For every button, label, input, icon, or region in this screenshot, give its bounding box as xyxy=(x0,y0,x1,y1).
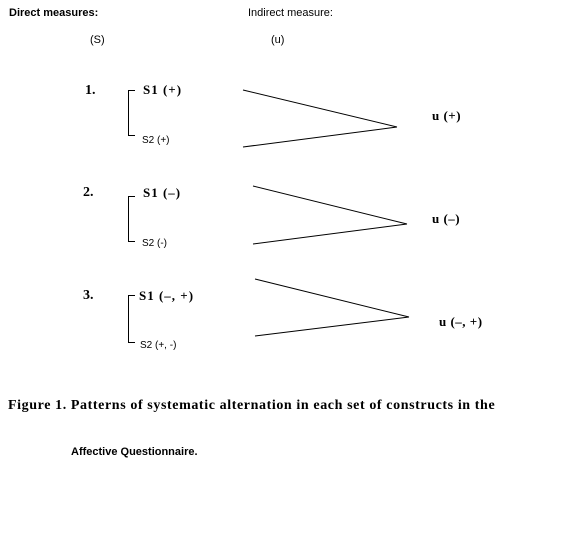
direct-symbol: (S) xyxy=(90,34,105,46)
p1-upper-connector xyxy=(242,89,398,128)
p2-lower-connector xyxy=(252,223,408,245)
bracket-stem xyxy=(128,295,129,342)
pattern-number: 1. xyxy=(85,83,96,98)
u-label: u (+) xyxy=(432,108,462,123)
pattern-number: 3. xyxy=(83,288,94,303)
bracket-bottom xyxy=(128,135,135,136)
indirect-symbol: (u) xyxy=(271,34,285,46)
bracket-bottom xyxy=(128,241,135,242)
u-label: u (–, +) xyxy=(439,314,483,329)
s1-label: S1 (–, +) xyxy=(139,288,195,303)
p1-lower-connector xyxy=(242,126,398,148)
s2-label: S2 (-) xyxy=(142,238,167,249)
s2-label: S2 (+, -) xyxy=(140,340,177,351)
bracket-stem xyxy=(128,90,129,135)
s1-label: S1 (+) xyxy=(143,82,183,97)
figure-caption: Figure 1. Patterns of systematic alterna… xyxy=(8,398,496,413)
indirect-measure-heading: Indirect measure: xyxy=(248,7,333,19)
s2-label: S2 (+) xyxy=(142,135,170,146)
p2-upper-connector xyxy=(252,185,408,225)
bracket-top xyxy=(128,196,135,197)
bracket-top xyxy=(128,295,135,296)
bracket-top xyxy=(128,90,135,91)
bracket-stem xyxy=(128,196,129,241)
bracket-bottom xyxy=(128,342,135,343)
s1-label: S1 (–) xyxy=(143,185,182,200)
pattern-number: 2. xyxy=(83,185,94,200)
p3-lower-connector xyxy=(254,316,410,337)
direct-measures-heading: Direct measures: xyxy=(9,7,99,19)
u-label: u (–) xyxy=(432,211,461,226)
p3-upper-connector xyxy=(254,278,410,318)
questionnaire-name: Affective Questionnaire. xyxy=(71,446,198,458)
